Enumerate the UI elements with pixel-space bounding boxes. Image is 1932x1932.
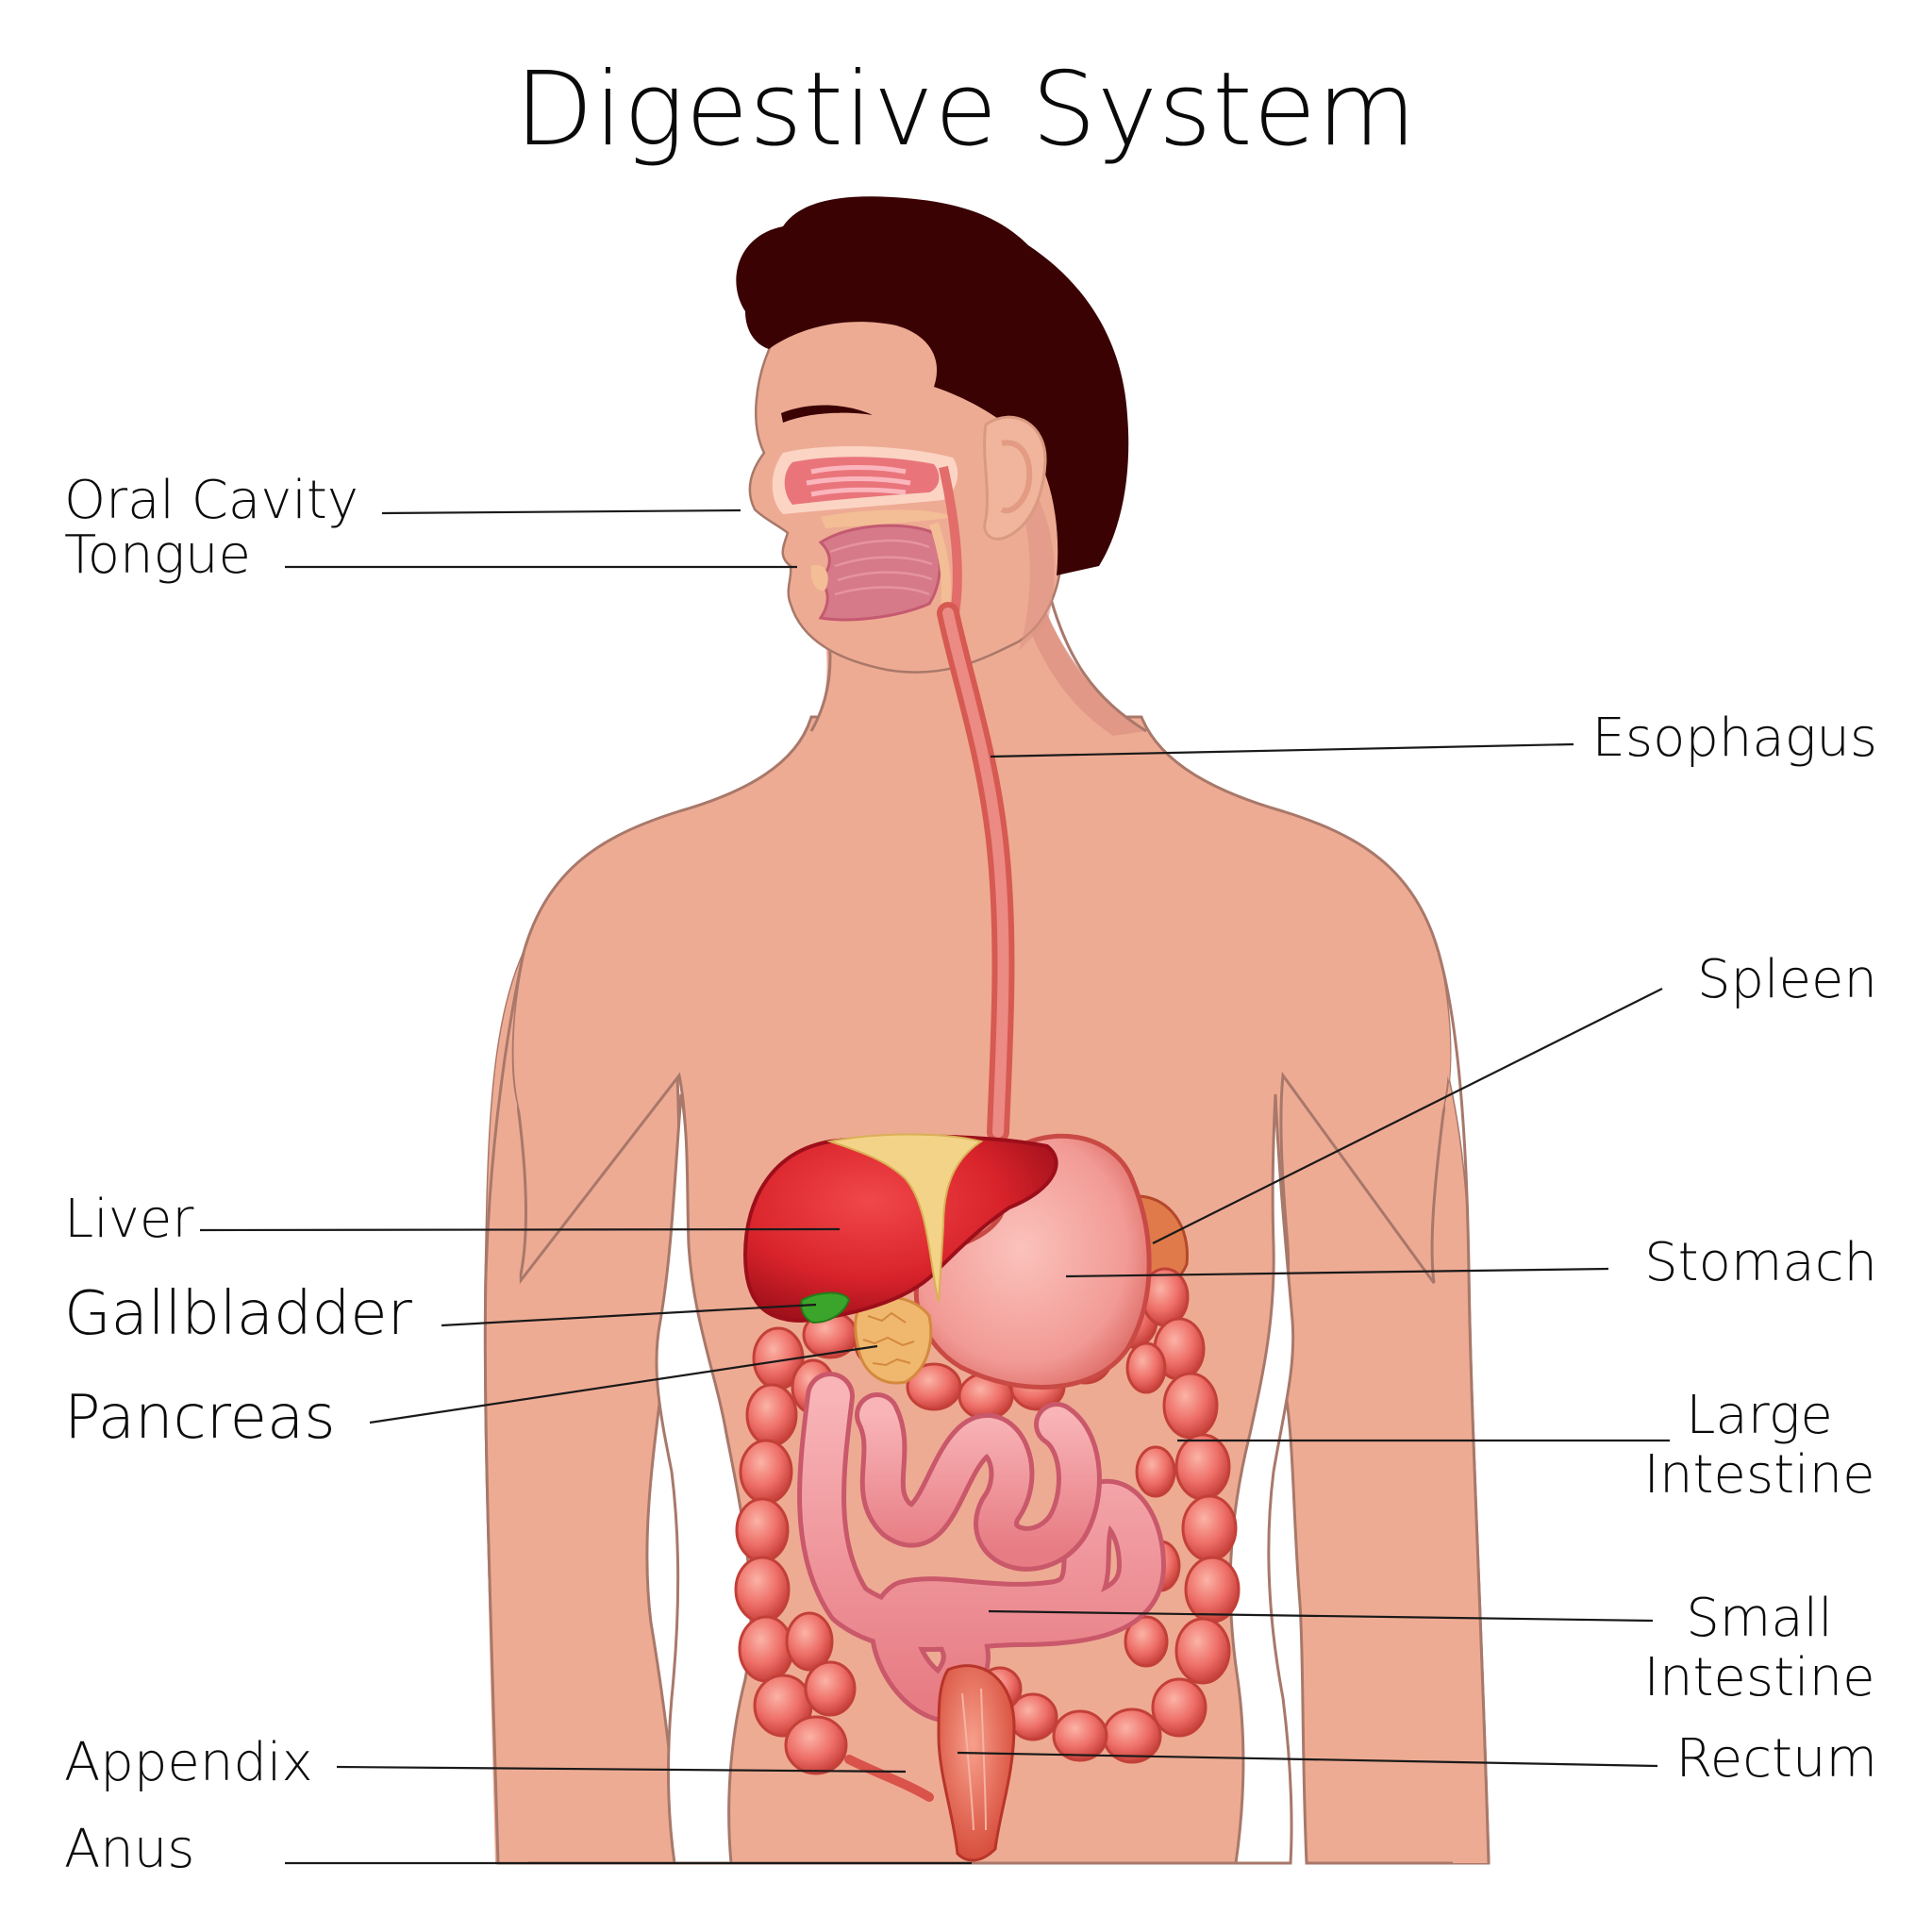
label-small-intestine: Small Intestine xyxy=(1641,1588,1877,1708)
diagram-title: Digestive System xyxy=(514,51,1418,169)
label-small-intestine-line1: Small xyxy=(1686,1588,1833,1649)
label-tongue: Tongue xyxy=(64,525,251,586)
label-large-intestine-line2: Intestine xyxy=(1643,1443,1875,1506)
leader-liver xyxy=(199,1227,841,1232)
hair xyxy=(736,196,1129,575)
leader-spleen xyxy=(1152,988,1663,1244)
label-esophagus: Esophagus xyxy=(1591,708,1877,769)
label-oral-cavity: Oral Cavity xyxy=(64,470,358,531)
leader-pancreas xyxy=(369,1344,878,1424)
leader-rectum xyxy=(957,1751,1658,1768)
label-small-intestine-line2: Intestine xyxy=(1643,1646,1875,1708)
right-armpit-gap xyxy=(1228,1093,1295,1865)
label-appendix: Appendix xyxy=(64,1732,313,1793)
label-pancreas: Pancreas xyxy=(64,1383,336,1453)
leader-lines xyxy=(199,508,1670,1865)
leader-small-intestine xyxy=(988,1609,1654,1623)
label-rectum: Rectum xyxy=(1675,1728,1877,1790)
leader-appendix xyxy=(336,1765,907,1774)
appendix-organ xyxy=(844,1755,934,1802)
label-spleen: Spleen xyxy=(1696,949,1877,1010)
label-anus: Anus xyxy=(64,1819,195,1880)
stomach-organ xyxy=(913,1133,1152,1390)
ear xyxy=(983,415,1047,541)
leader-oral-cavity xyxy=(381,508,741,515)
eyebrow xyxy=(781,405,873,423)
liver-organ xyxy=(742,1133,1058,1324)
leader-esophagus xyxy=(990,742,1574,758)
label-liver: Liver xyxy=(64,1189,194,1250)
leader-stomach xyxy=(1065,1267,1609,1278)
palate xyxy=(821,509,953,528)
label-large-intestine-line1: Large xyxy=(1686,1385,1833,1446)
gallbladder-organ xyxy=(800,1291,851,1324)
leader-gallbladder xyxy=(441,1303,817,1327)
nasal-cavity xyxy=(772,446,958,514)
label-stomach: Stomach xyxy=(1644,1232,1877,1293)
small-intestine-organ xyxy=(797,1372,1166,1723)
label-gallbladder: Gallbladder xyxy=(64,1279,412,1349)
label-large-intestine: Large Intestine xyxy=(1641,1385,1877,1506)
rectum-organ xyxy=(937,1664,1016,1862)
